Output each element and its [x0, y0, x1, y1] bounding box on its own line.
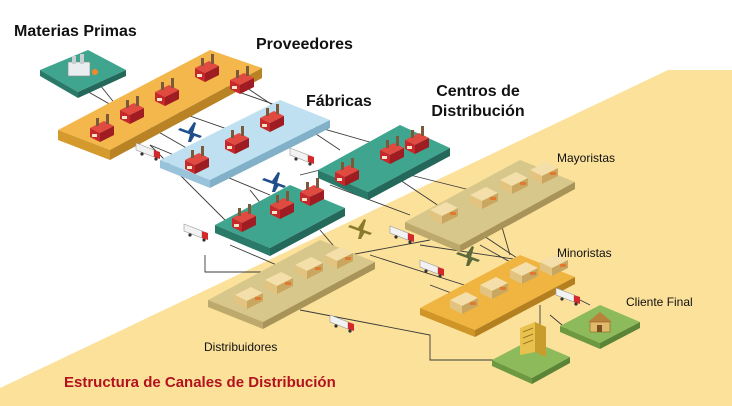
vehicle-group [135, 122, 580, 333]
truck-icon [289, 147, 314, 166]
label-minoristas: Minoristas [557, 246, 612, 260]
factory-icon [300, 178, 324, 206]
factory-group [90, 54, 429, 232]
label-fabricas: Fábricas [306, 93, 372, 110]
warehouse-icon [530, 162, 558, 184]
factory-icon [260, 104, 284, 132]
factory-icon [335, 158, 359, 186]
warehouse-icon [500, 172, 528, 194]
factory-icon [405, 126, 429, 154]
warehouse-icon [510, 262, 538, 284]
factory-icon [120, 96, 144, 124]
label-centros-line2: Distribución [431, 103, 525, 120]
truck-icon [183, 223, 208, 242]
airplane-icon [178, 122, 202, 142]
warehouse-group [235, 162, 568, 314]
label-centros-line1: Centros de [436, 83, 520, 100]
label-cliente-final: Cliente Final [626, 295, 693, 309]
label-distribuidores: Distribuidores [204, 340, 278, 354]
materias-primas-platform [40, 50, 126, 98]
factory-icon [380, 136, 404, 164]
factory-icon [155, 78, 179, 106]
house-icon [588, 312, 612, 333]
airplane-icon [348, 219, 372, 239]
warehouse-icon [265, 272, 293, 294]
warehouse-icon [540, 254, 568, 276]
warehouse-icon [450, 292, 478, 314]
store-platform [492, 340, 570, 384]
airplane-icon [262, 172, 286, 192]
warehouse-icon [480, 277, 508, 299]
label-mayoristas: Mayoristas [557, 151, 616, 165]
factory-icon [195, 54, 219, 82]
warehouse-icon [295, 257, 323, 279]
factory-icon [185, 146, 209, 174]
store-icon [520, 322, 546, 357]
label-materias-primas: Materias Primas [14, 23, 137, 40]
warehouse-icon [325, 247, 353, 269]
truck-icon [389, 225, 414, 244]
diagram-title: Estructura de Canales de Distribución [64, 374, 336, 391]
truck-icon [329, 314, 354, 333]
truck-icon [419, 259, 444, 278]
airplane-icon [456, 246, 480, 266]
truck-icon [135, 142, 160, 161]
truck-icon [555, 287, 580, 306]
label-proveedores: Proveedores [256, 36, 353, 53]
warehouse-icon [235, 287, 263, 309]
distribution-zone-band [0, 70, 732, 406]
factory-icon [90, 114, 114, 142]
warehouse-icon [430, 202, 458, 224]
factory-icon [232, 204, 256, 232]
factory-icon [225, 126, 249, 154]
label-centros-distribucion: Centros de Distribución [423, 82, 533, 122]
factory-icon [270, 191, 294, 219]
factory-icon [230, 66, 254, 94]
warehouse-icon [470, 187, 498, 209]
